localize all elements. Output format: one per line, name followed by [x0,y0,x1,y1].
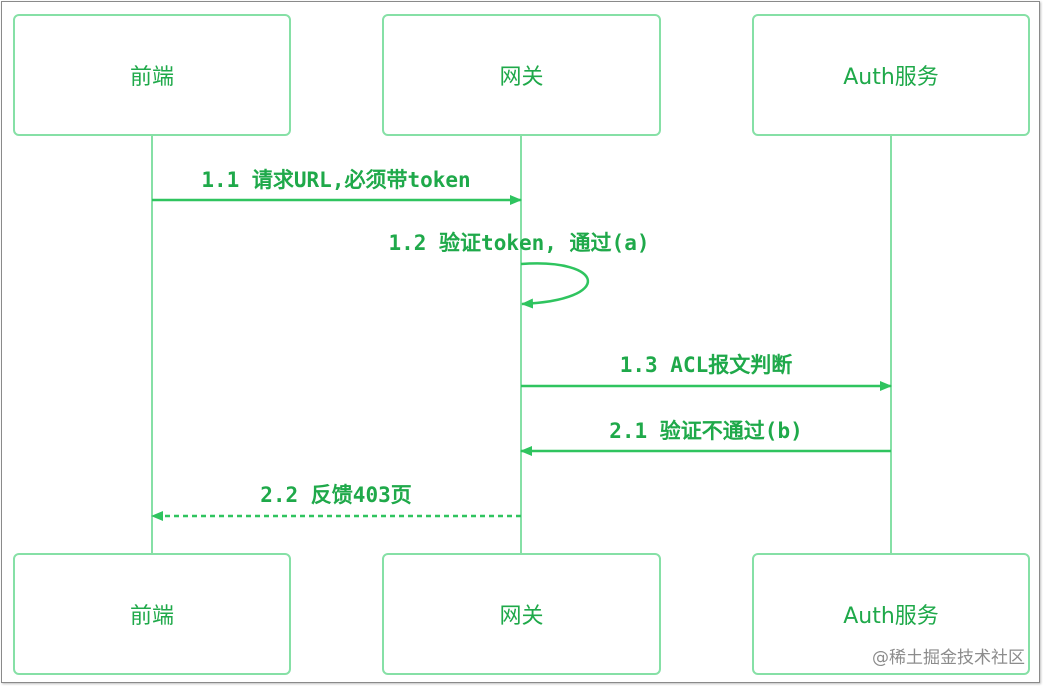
participant-auth-top: Auth服务 [752,14,1030,136]
participant-gateway-bottom: 网关 [382,553,661,675]
participant-frontend-bottom: 前端 [13,553,291,675]
message-label-2: 1.2 验证token, 通过(a) [388,231,649,255]
participant-frontend-top: 前端 [13,14,291,136]
message-label-5: 2.2 反馈403页 [260,483,412,507]
message-label-3: 1.3 ACL报文判断 [620,353,793,377]
watermark: @稀土掘金技术社区 [872,648,1025,668]
participant-gateway-top: 网关 [382,14,661,136]
message-label-4: 2.1 验证不通过(b) [609,419,803,443]
participant-auth-bottom: Auth服务 [752,553,1030,675]
message-label-1: 1.1 请求URL,必须带token [201,168,470,192]
message-arrow-2 [520,262,590,309]
